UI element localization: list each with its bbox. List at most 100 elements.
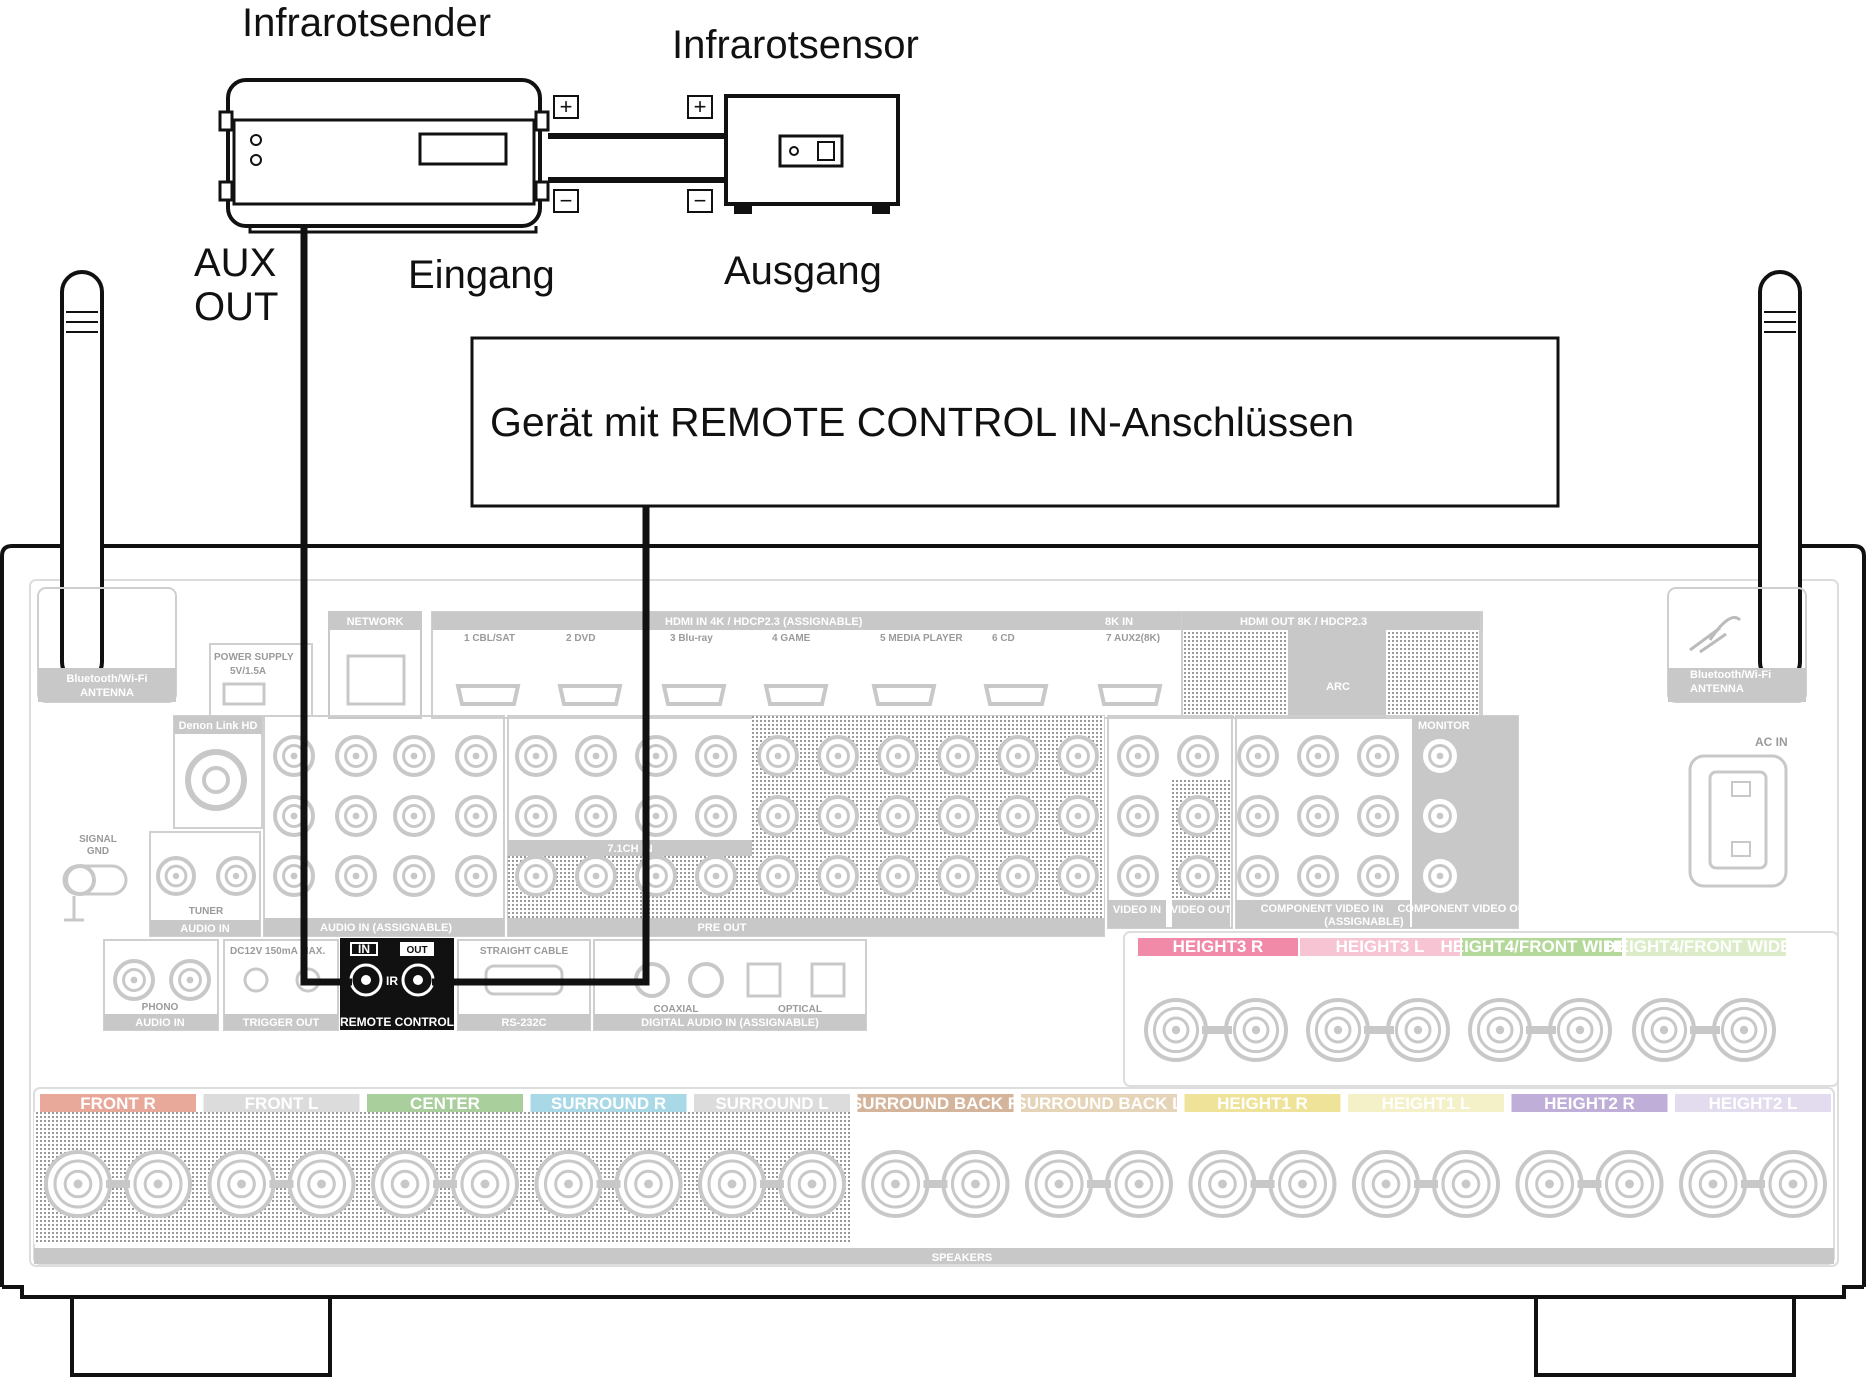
denon-link-block: Denon Link HD — [173, 715, 263, 829]
bt-antenna-right-block: Bluetooth/Wi-Fi ANTENNA — [1667, 587, 1807, 703]
transmitter-display — [418, 132, 508, 166]
transmitter-led-icon — [250, 134, 262, 146]
plus-icon: + — [560, 94, 573, 119]
video-in-label: VIDEO IN — [1113, 904, 1161, 916]
signal-gnd-label-2: GND — [87, 846, 109, 857]
tuner-label: TUNER — [189, 906, 224, 917]
audio-in-label: AUDIO IN — [180, 923, 230, 935]
aux-out-label-2: OUT — [194, 285, 278, 329]
phono-block: PHONO AUDIO IN — [103, 939, 219, 1031]
ac-in-pin-icon — [1731, 841, 1751, 857]
aux-out-label: AUX — [194, 241, 276, 285]
speaker-label: HEIGHT1 L — [1382, 1094, 1471, 1113]
hdmi-input-label: 4 GAME — [772, 633, 811, 644]
analog-audio-block: AUDIO IN (ASSIGNABLE) — [263, 715, 505, 937]
optical-label: OPTICAL — [778, 1004, 822, 1015]
signal-gnd: SIGNAL GND — [62, 834, 128, 922]
minus-icon: − — [560, 188, 573, 213]
arc-label: ARC — [1326, 681, 1350, 693]
trigger-jack-icon — [243, 967, 269, 993]
network-label: NETWORK — [347, 616, 404, 628]
optical-port-icon — [810, 962, 846, 998]
trigger-out-label: TRIGGER OUT — [243, 1017, 320, 1029]
rs232c-label: RS-232C — [501, 1017, 546, 1029]
hdmi-port-icon — [763, 684, 829, 706]
coaxial-label: COAXIAL — [654, 1004, 699, 1015]
component-out-label: COMPONENT VIDEO OUT — [1397, 903, 1532, 915]
speaker-label: HEIGHT1 R — [1217, 1094, 1308, 1113]
cables — [300, 133, 726, 986]
transmitter-led-icon — [250, 154, 262, 166]
tuner-block: TUNER AUDIO IN — [149, 831, 261, 937]
phono-label: PHONO — [142, 1002, 179, 1013]
top-speaker-label: HEIGHT4/FRONT WIDE L — [1605, 937, 1806, 956]
output-label: Ausgang — [724, 249, 882, 293]
pre-out-label: PRE OUT — [698, 922, 747, 934]
input-label: Eingang — [408, 253, 555, 297]
audio-in-assignable-label: AUDIO IN (ASSIGNABLE) — [320, 922, 452, 934]
hdmi-out-block: HDMI OUT 8K / HDCP2.3 ARC — [1181, 611, 1481, 719]
hdmi-port-icon — [557, 684, 623, 706]
hdmi-input-label: 2 DVD — [566, 633, 595, 644]
aux-out-cable — [300, 226, 352, 986]
hdmi-input-label: 1 CBL/SAT — [464, 633, 515, 644]
straight-cable-label: STRAIGHT CABLE — [480, 946, 569, 957]
monitor-label: MONITOR — [1418, 720, 1470, 732]
signal-gnd-label: SIGNAL — [79, 834, 117, 845]
remote-control-label: REMOTE CONTROL — [340, 1015, 454, 1029]
minus-icon: − — [694, 188, 707, 213]
remote-device: Gerät mit REMOTE CONTROL IN-Anschlüssen — [470, 336, 1560, 508]
bt-antenna-right-label-2: ANTENNA — [1690, 683, 1744, 695]
speaker-label: FRONT L — [245, 1094, 319, 1113]
bt-antenna-right-label: Bluetooth/Wi-Fi — [1690, 669, 1771, 681]
trigger-out-block: DC12V 150mA MAX. TRIGGER OUT — [223, 939, 339, 1031]
component-in-label: COMPONENT VIDEO IN — [1261, 903, 1384, 915]
antenna-symbol-icon — [1689, 616, 1742, 654]
speaker-label: HEIGHT2 L — [1709, 1094, 1798, 1113]
speaker-label: HEIGHT2 R — [1544, 1094, 1635, 1113]
plus-icon: + — [694, 94, 707, 119]
speaker-label: SURROUND R — [551, 1094, 666, 1113]
speaker-label: CENTER — [410, 1094, 480, 1113]
speaker-label: SURROUND BACK L — [1015, 1094, 1182, 1113]
speaker-label: FRONT R — [80, 1094, 156, 1113]
hdmi-input-label: 3 Blu-ray — [670, 633, 713, 644]
ir-sensor-label: Infrarotsensor — [672, 23, 919, 67]
remote-in-cable — [432, 506, 650, 986]
hdmi-port-icon — [1097, 684, 1163, 706]
hdmi-out-label: HDMI OUT 8K / HDCP2.3 — [1240, 616, 1367, 628]
denon-link-jack-icon — [185, 749, 247, 811]
video-out-label: VIDEO OUT — [1171, 904, 1232, 916]
component-assignable-label: (ASSIGNABLE) — [1324, 916, 1404, 928]
remote-device-label: Gerät mit REMOTE CONTROL IN-Anschlüssen — [490, 399, 1354, 445]
ac-in-pin-icon — [1731, 781, 1751, 797]
power-supply-label: POWER SUPPLY — [214, 652, 294, 663]
usb-port-icon — [222, 682, 266, 706]
ethernet-jack-icon — [346, 654, 406, 706]
rc-out-label: OUT — [406, 945, 427, 956]
ir-transmitter — [218, 78, 550, 234]
left-antenna — [60, 270, 104, 684]
hdmi-port-icon — [455, 684, 521, 706]
right-foot — [1534, 1295, 1796, 1377]
hdmi-port-icon — [983, 684, 1049, 706]
optical-port-icon — [746, 962, 782, 998]
polarity-markers: + − + − — [553, 94, 713, 213]
speakers-title: SPEAKERS — [932, 1252, 993, 1264]
speaker-label: SURROUND BACK R — [851, 1094, 1020, 1113]
pre-out-block: 7.1CH IN PRE OUT — [507, 715, 1105, 937]
bt-antenna-left-label-2: ANTENNA — [80, 687, 134, 699]
hdmi-port-icon — [871, 684, 937, 706]
seven-one-label: 7.1CH IN — [607, 843, 652, 855]
phono-audio-in-label: AUDIO IN — [135, 1017, 185, 1029]
network-port: NETWORK — [328, 611, 422, 719]
ir-sensor — [724, 94, 900, 214]
top-speaker-label: HEIGHT4/FRONT WIDE R — [1440, 937, 1643, 956]
ac-in-label: AC IN — [1755, 735, 1788, 749]
hdmi-input-label: 6 CD — [992, 633, 1015, 644]
denon-link-label: Denon Link HD — [179, 720, 258, 732]
hdmi-in-8k-label: 8K IN — [1105, 616, 1133, 628]
top-speaker-label: HEIGHT3 L — [1336, 937, 1425, 956]
top-speaker-label: HEIGHT3 R — [1173, 937, 1264, 956]
